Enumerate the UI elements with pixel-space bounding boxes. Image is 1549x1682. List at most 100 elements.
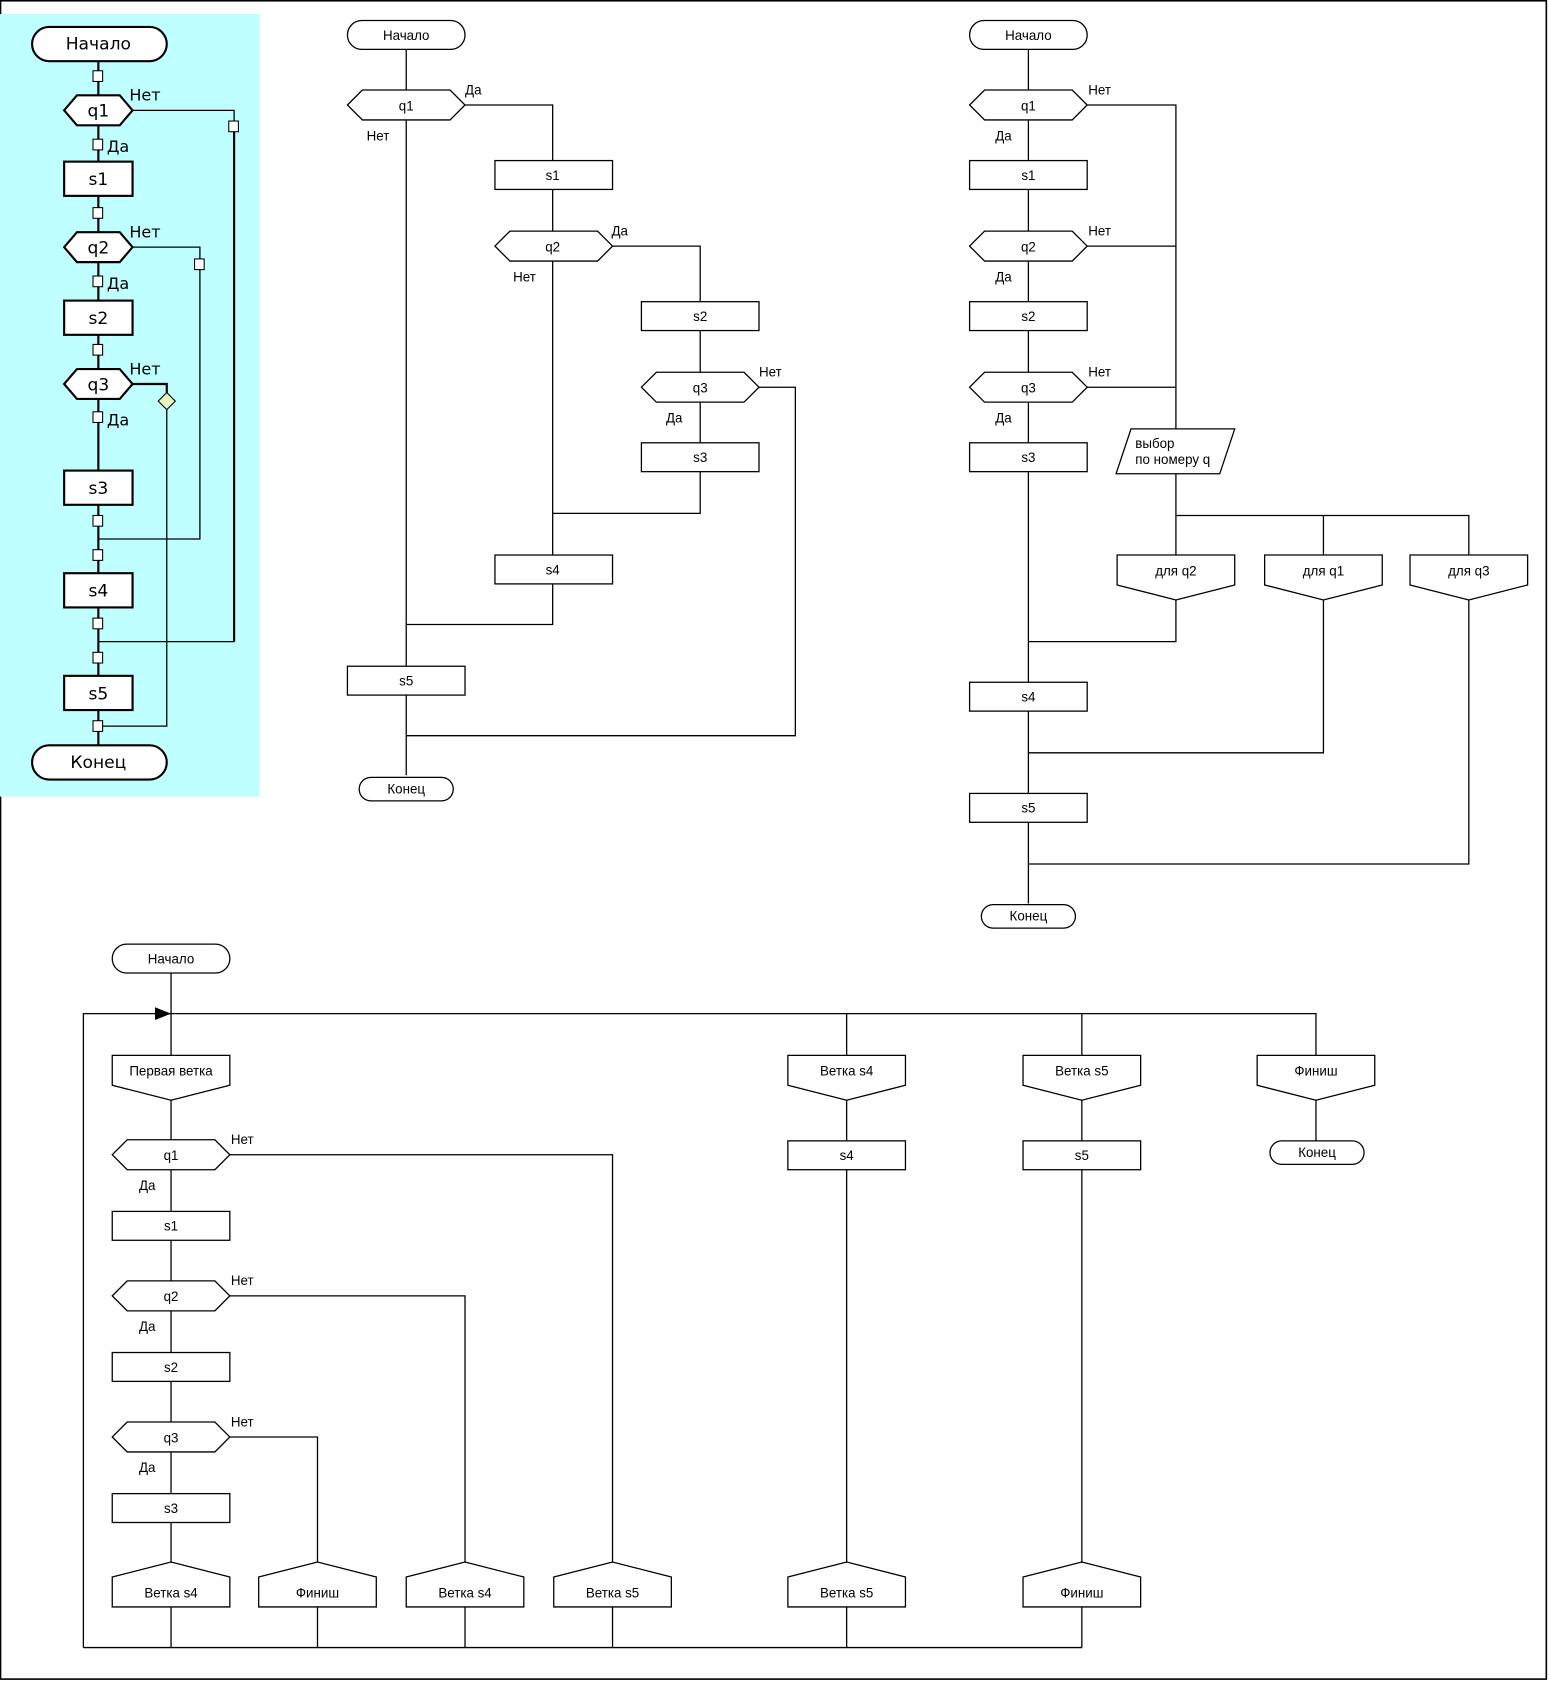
start-terminator[interactable]: Начало xyxy=(31,25,168,63)
process-s5[interactable]: s5 xyxy=(1022,1140,1142,1171)
decision-q1[interactable]: q1 xyxy=(968,89,1089,121)
connector-handles xyxy=(92,70,239,732)
branch-label-yes: Да xyxy=(465,82,482,97)
decision-q1[interactable]: q1 xyxy=(62,94,134,127)
address-block-finish[interactable]: Финиш xyxy=(258,1561,377,1608)
process-s4-label: s4 xyxy=(546,562,561,577)
process-s1[interactable]: s1 xyxy=(111,1210,231,1241)
decision-q1[interactable]: q1 xyxy=(111,1139,231,1171)
decision-q3[interactable]: q3 xyxy=(640,371,760,403)
address-block-s4[interactable]: Ветка s4 xyxy=(405,1561,525,1608)
connector-handle[interactable] xyxy=(92,70,104,83)
process-s2[interactable]: s2 xyxy=(111,1351,231,1383)
address-block-finish[interactable]: Финиш xyxy=(1022,1561,1142,1608)
end-label: Конец xyxy=(1010,909,1048,924)
process-s5[interactable]: s5 xyxy=(968,792,1088,823)
end-label: Конец xyxy=(1298,1145,1336,1160)
process-s3[interactable]: s3 xyxy=(63,469,134,506)
decision-q3-label: q3 xyxy=(693,381,708,396)
connector-handle[interactable] xyxy=(92,411,104,424)
end-terminator[interactable]: Конец xyxy=(358,776,454,802)
branch-label-yes: Да xyxy=(995,128,1012,143)
process-s2-label: s2 xyxy=(164,1360,178,1375)
process-s1[interactable]: s1 xyxy=(63,160,134,197)
address-block-s5[interactable]: Ветка s5 xyxy=(787,1561,907,1608)
connector-handle[interactable] xyxy=(92,549,104,561)
connector-handle[interactable] xyxy=(92,514,104,527)
connector-handle[interactable] xyxy=(92,138,104,151)
select-label-line2: по номеру q xyxy=(1135,452,1210,467)
decision-q2-label: q2 xyxy=(87,239,109,259)
branch-header-label: Финиш xyxy=(1294,1064,1337,1079)
process-s2[interactable]: s2 xyxy=(640,301,760,332)
connector-handle[interactable] xyxy=(92,617,104,630)
process-s2[interactable]: s2 xyxy=(968,301,1088,332)
process-s2-label: s2 xyxy=(693,309,707,324)
start-terminator[interactable]: Начало xyxy=(346,19,466,51)
branch-header-finish[interactable]: Финиш xyxy=(1256,1054,1376,1101)
start-terminator[interactable]: Начало xyxy=(111,943,231,974)
decision-q1-label: q1 xyxy=(1021,98,1036,113)
decision-q1[interactable]: q1 xyxy=(346,89,466,121)
junction-diamond[interactable] xyxy=(157,391,177,411)
branch-header-s5[interactable]: Ветка s5 xyxy=(1022,1054,1142,1101)
process-s4-label: s4 xyxy=(1021,689,1036,704)
connector-handle[interactable] xyxy=(194,258,205,271)
process-s2[interactable]: s2 xyxy=(63,299,134,336)
process-s3[interactable]: s3 xyxy=(640,442,760,473)
end-terminator[interactable]: Конец xyxy=(980,903,1077,929)
connector-handle[interactable] xyxy=(92,207,104,219)
branch-header-first[interactable]: Первая ветка xyxy=(111,1054,231,1101)
decision-q3[interactable]: q3 xyxy=(968,371,1089,403)
branch-label-no: Нет xyxy=(367,128,390,143)
end-terminator[interactable]: Конец xyxy=(1269,1140,1365,1166)
case-q3[interactable]: для q3 xyxy=(1409,554,1529,601)
connector-handle[interactable] xyxy=(228,120,239,133)
process-s3[interactable]: s3 xyxy=(111,1492,231,1524)
process-s1[interactable]: s1 xyxy=(968,159,1088,191)
case-q2[interactable]: для q2 xyxy=(1116,554,1236,601)
process-s4[interactable]: s4 xyxy=(787,1140,907,1171)
process-s5[interactable]: s5 xyxy=(346,665,466,696)
start-label: Начало xyxy=(148,951,195,966)
address-label: Финиш xyxy=(296,1585,339,1600)
process-s3[interactable]: s3 xyxy=(968,442,1088,473)
process-s1-label: s1 xyxy=(88,170,108,190)
branch-label-yes: Да xyxy=(995,410,1012,425)
diagram-1-panel xyxy=(0,14,260,797)
start-terminator[interactable]: Начало xyxy=(968,19,1088,51)
start-label: Начало xyxy=(66,34,131,54)
branch-header-label: Ветка s4 xyxy=(820,1064,874,1079)
connector-handle[interactable] xyxy=(92,720,104,732)
process-s4[interactable]: s4 xyxy=(63,572,134,609)
end-label: Конец xyxy=(387,781,425,796)
case-q1[interactable]: для q1 xyxy=(1264,554,1383,601)
connector-handle[interactable] xyxy=(92,651,104,664)
decision-q3[interactable]: q3 xyxy=(111,1421,231,1453)
address-label: Ветка s5 xyxy=(820,1585,873,1600)
branch-label-no: Нет xyxy=(1088,365,1111,380)
decision-q2[interactable]: q2 xyxy=(111,1280,231,1312)
address-block-s4[interactable]: Ветка s4 xyxy=(111,1561,231,1608)
end-terminator[interactable]: Конец xyxy=(31,744,168,781)
process-s4[interactable]: s4 xyxy=(968,681,1088,712)
connector-handle[interactable] xyxy=(92,343,104,356)
decision-q2[interactable]: q2 xyxy=(494,230,614,262)
process-s1[interactable]: s1 xyxy=(494,159,614,191)
address-block-s5[interactable]: Ветка s5 xyxy=(553,1561,672,1608)
process-s5[interactable]: s5 xyxy=(63,674,134,712)
process-s5-label: s5 xyxy=(1075,1148,1089,1163)
branch-label-yes: Да xyxy=(611,223,628,238)
select-parallelogram[interactable]: выбор по номеру q xyxy=(1115,428,1236,475)
connector-handle[interactable] xyxy=(92,275,104,288)
branch-label-no: Нет xyxy=(1088,82,1111,97)
process-s4[interactable]: s4 xyxy=(494,554,614,585)
branch-label-yes: Да xyxy=(107,137,129,156)
decision-q3[interactable]: q3 xyxy=(62,367,134,401)
branch-header-s4[interactable]: Ветка s4 xyxy=(787,1054,907,1101)
process-s1-label: s1 xyxy=(164,1219,178,1234)
decision-q2[interactable]: q2 xyxy=(968,230,1089,262)
process-s4-label: s4 xyxy=(88,582,108,602)
branch-label-no: Нет xyxy=(231,1132,254,1147)
decision-q2[interactable]: q2 xyxy=(62,231,134,264)
